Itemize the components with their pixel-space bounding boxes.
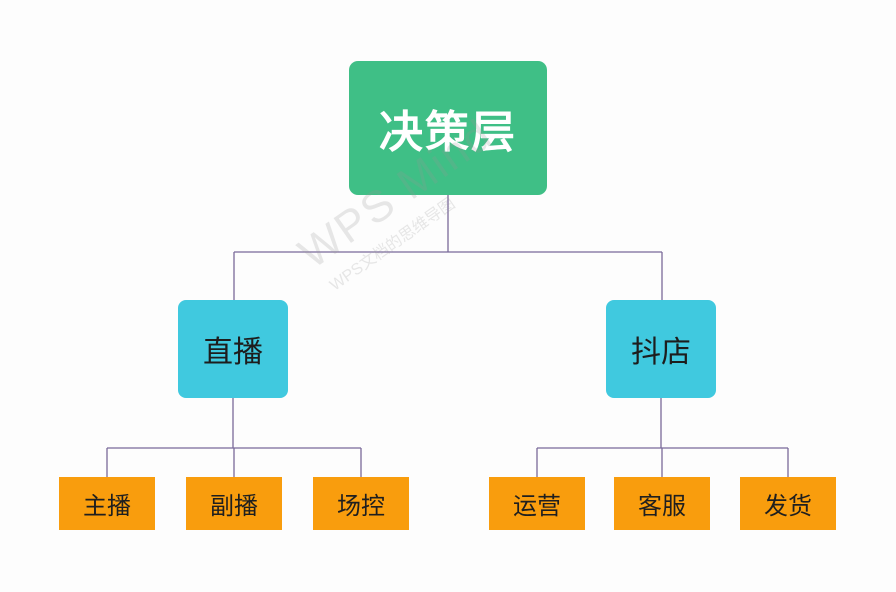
leaf-node-label: 发货 [764, 492, 812, 520]
root-node-label: 决策层 [379, 107, 517, 158]
leaf-node-host[interactable]: 主播 [59, 477, 155, 530]
branch-node-live-stream[interactable]: 直播 [178, 300, 288, 398]
leaf-node-label: 主播 [83, 492, 131, 520]
leaf-node-label: 副播 [210, 492, 258, 520]
branch-node-douyin-shop[interactable]: 抖店 [606, 300, 716, 398]
leaf-node-customer-service[interactable]: 客服 [614, 477, 710, 530]
leaf-node-shipping[interactable]: 发货 [740, 477, 836, 530]
leaf-node-operations[interactable]: 运营 [489, 477, 585, 530]
leaf-node-label: 运营 [513, 492, 561, 520]
branch-node-label: 直播 [203, 335, 263, 370]
leaf-node-co-host[interactable]: 副播 [186, 477, 282, 530]
leaf-node-label: 场控 [337, 492, 385, 520]
leaf-node-label: 客服 [638, 492, 686, 520]
leaf-node-field-control[interactable]: 场控 [313, 477, 409, 530]
root-node-decision-layer[interactable]: 决策层 [349, 61, 547, 195]
branch-node-label: 抖店 [631, 335, 691, 370]
